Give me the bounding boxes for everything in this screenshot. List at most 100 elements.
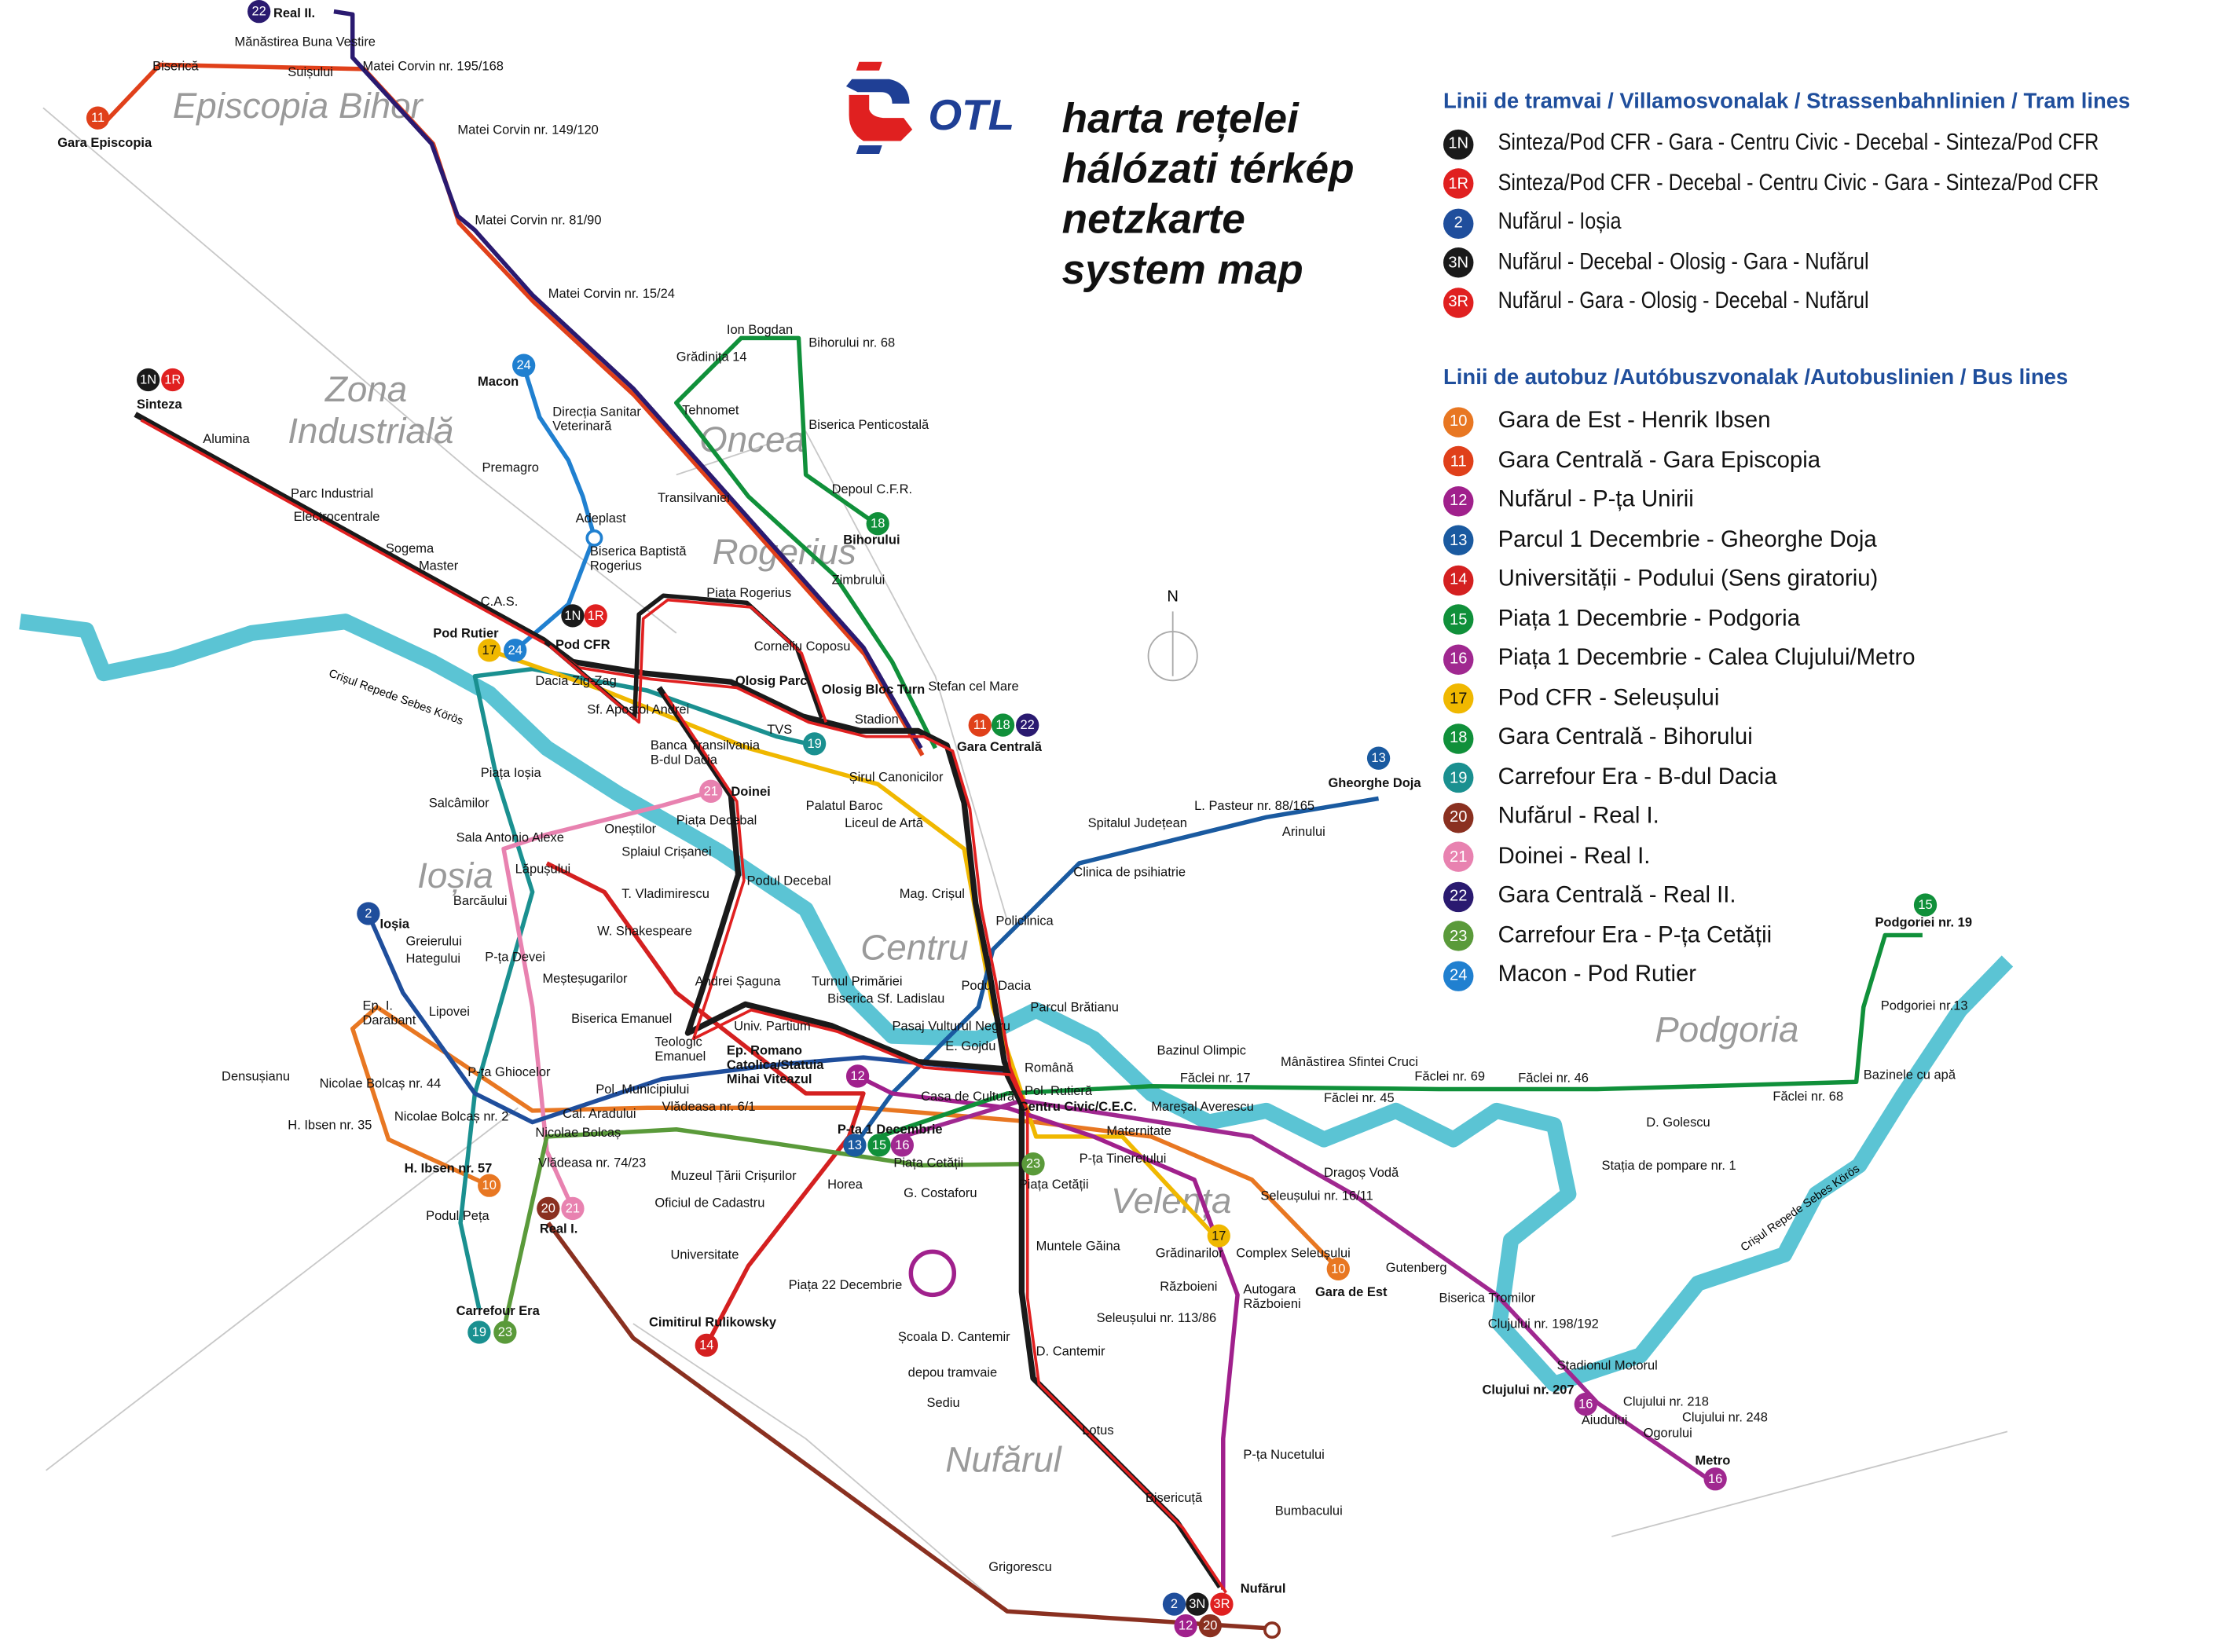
station-label[interactable]: Nicolae Bolcaș (535, 1126, 621, 1140)
station-label[interactable]: Biserica Tromilor (1439, 1291, 1536, 1306)
route-badge-11[interactable]: 11 (968, 713, 992, 737)
station-label[interactable]: Stația de pompare nr. 1 (1601, 1159, 1736, 1173)
station-label[interactable]: Podgoriei nr. 19 (1875, 915, 1972, 929)
route-badge-15[interactable]: 15 (867, 1134, 891, 1157)
station-label[interactable]: Salcâmilor (429, 796, 489, 810)
station-label[interactable]: Electrocentrale (294, 510, 380, 524)
route-line-15[interactable] (878, 932, 1923, 1139)
route-badge-18[interactable]: 18 (991, 713, 1015, 737)
station-label[interactable]: Sogema (386, 541, 434, 555)
station-label[interactable]: Bihorului nr. 68 (808, 335, 895, 350)
route-badge-20[interactable]: 20 (1198, 1614, 1222, 1638)
station-label[interactable]: P-ța Ghiocelor (467, 1065, 551, 1079)
route-line-20[interactable] (546, 1222, 1274, 1631)
station-label[interactable]: Școala D. Cantemir (898, 1330, 1010, 1344)
route-badge-12[interactable]: 12 (1174, 1614, 1197, 1638)
route-line-22[interactable] (333, 9, 923, 749)
route-line-11[interactable] (103, 62, 925, 756)
route-line-18[interactable] (674, 335, 937, 749)
route-line-3r[interactable] (663, 692, 1029, 1112)
station-label[interactable]: Matei Corvin nr. 149/120 (457, 123, 598, 137)
route-line-21[interactable] (501, 789, 713, 1210)
route-badge-19[interactable]: 19 (467, 1321, 491, 1344)
station-label[interactable]: Universitate (670, 1248, 739, 1262)
station-label[interactable]: Podul Dacia (961, 979, 1032, 993)
station-label[interactable]: Autogara Războieni (1243, 1283, 1300, 1311)
station-label[interactable]: Lăpușului (515, 863, 571, 877)
route-line-24[interactable] (513, 370, 597, 652)
route-badge-18[interactable]: 18 (866, 512, 889, 536)
station-label[interactable]: Macon (478, 375, 519, 389)
station-label[interactable]: Premagro (482, 461, 539, 475)
station-label[interactable]: Aiudului (1582, 1413, 1628, 1427)
station-label[interactable]: Piața Cetății (893, 1156, 963, 1170)
station-label[interactable]: P-ța Nucetului (1243, 1448, 1324, 1462)
station-label[interactable]: Oneștilor (604, 822, 656, 836)
route-badge-23[interactable]: 23 (493, 1321, 517, 1344)
station-label[interactable]: Hategului (405, 951, 460, 965)
route-badge-1r[interactable]: 1R (584, 604, 607, 628)
station-label[interactable]: Clujului nr. 207 (1482, 1383, 1574, 1397)
station-label[interactable]: Densușianu (222, 1069, 290, 1083)
station-label[interactable]: Biserica Baptistă Rogerius (590, 544, 690, 573)
route-badge-2[interactable]: 2 (1162, 1592, 1186, 1616)
station-label[interactable]: Clujului nr. 218 (1623, 1394, 1709, 1408)
station-label[interactable]: Pasaj Vulturul Negru (893, 1019, 1010, 1033)
station-label[interactable]: Horea (827, 1178, 863, 1192)
station-label[interactable]: Banca Transilvania B-dul Dacia (651, 738, 764, 767)
station-label[interactable]: Podul Decebal (747, 874, 831, 888)
station-label[interactable]: Stefan cel Mare (928, 679, 1018, 694)
station-label[interactable]: Ep. Romano Catolica/Statuia Mihai Viteaz… (727, 1043, 827, 1086)
station-label[interactable]: Adeplast (576, 511, 627, 526)
station-label[interactable]: Cimitirul Rulikowsky (649, 1316, 777, 1330)
station-label[interactable]: Suișului (288, 65, 333, 79)
station-label[interactable]: Andrei Șaguna (695, 975, 782, 989)
station-label[interactable]: Real II. (273, 6, 315, 20)
route-badge-22[interactable]: 22 (247, 0, 271, 24)
route-line-12[interactable] (856, 1074, 1240, 1590)
station-label[interactable]: G. Costaforu (904, 1186, 977, 1200)
station-label[interactable]: Clinica de psihiatrie (1073, 865, 1186, 879)
route-badge-17[interactable]: 17 (478, 639, 501, 662)
route-badge-24[interactable]: 24 (512, 353, 536, 377)
route-badge-22[interactable]: 22 (1016, 713, 1039, 737)
station-label[interactable]: Făclei nr. 17 (1180, 1071, 1251, 1085)
station-label[interactable]: Arinului (1282, 825, 1325, 839)
station-label[interactable]: Mănăstirea Buna Vestire (235, 35, 376, 49)
route-line-23[interactable] (503, 1126, 1034, 1324)
station-label[interactable]: Stadion (855, 712, 899, 727)
route-badge-1n[interactable]: 1N (561, 604, 585, 628)
station-label[interactable]: Nicolae Bolcaș nr. 2 (394, 1110, 509, 1124)
route-badge-1r[interactable]: 1R (161, 368, 185, 392)
station-label[interactable]: Biserica Sf. Ladislau (827, 992, 944, 1006)
station-label[interactable]: Matei Corvin nr. 15/24 (548, 287, 675, 301)
station-label[interactable]: Dacia Zig-Zag (535, 674, 616, 688)
station-label[interactable]: Făclei nr. 69 (1414, 1069, 1485, 1083)
station-label[interactable]: Tehnomet (682, 403, 739, 417)
station-label[interactable]: Casa de Cultură (921, 1090, 1015, 1104)
station-label[interactable]: Parcul Brătianu (1030, 1001, 1119, 1015)
station-label[interactable]: Seleușului nr. 113/86 (1097, 1311, 1217, 1325)
route-badge-3r[interactable]: 3R (1210, 1592, 1234, 1616)
station-label[interactable]: Barcăului (453, 894, 508, 908)
station-label[interactable]: Vlădeasa nr. 6/1 (662, 1100, 755, 1114)
station-label[interactable]: Bazinul Olimpic (1157, 1043, 1247, 1057)
station-label[interactable]: Făclei nr. 68 (1773, 1090, 1843, 1104)
station-label[interactable]: Clujului nr. 248 (1682, 1411, 1768, 1425)
station-label[interactable]: Carrefour Era (456, 1304, 541, 1318)
station-label[interactable]: Oficiul de Cadastru (654, 1196, 764, 1211)
station-label[interactable]: Podgoriei nr.13 (1881, 999, 1968, 1013)
station-label[interactable]: T. Vladimirescu (621, 887, 709, 901)
route-badge-20[interactable]: 20 (537, 1196, 560, 1221)
station-label[interactable]: Gara de Est (1315, 1285, 1388, 1299)
route-badge-16[interactable]: 16 (1703, 1467, 1727, 1491)
station-label[interactable]: Master (419, 559, 459, 573)
station-label[interactable]: Nufărul (1241, 1581, 1286, 1595)
station-label[interactable]: Lotus (1082, 1423, 1113, 1438)
station-label[interactable]: Depoul C.F.R. (832, 482, 913, 496)
station-label[interactable]: Gara Episcopia (57, 136, 152, 150)
station-label[interactable]: Gheorghe Doja (1328, 776, 1421, 790)
station-label[interactable]: Matei Corvin nr. 195/168 (363, 60, 504, 74)
station-label[interactable]: L. Pasteur nr. 88/165 (1194, 799, 1314, 813)
